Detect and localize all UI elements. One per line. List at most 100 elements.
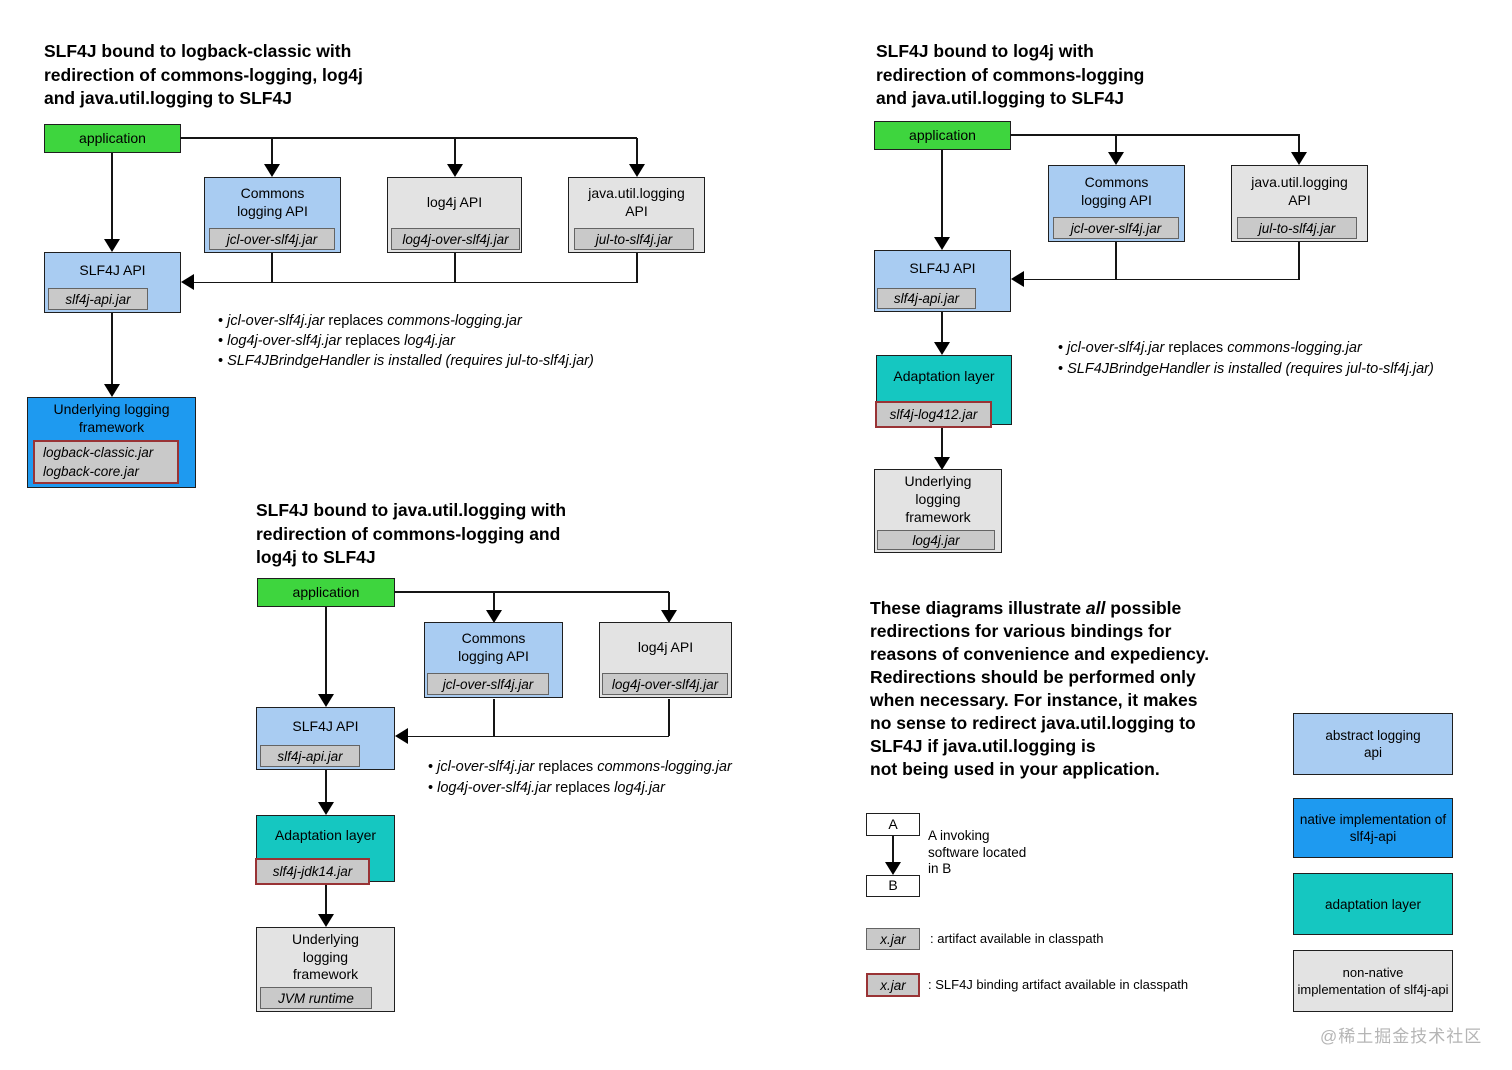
diagram1-jul-api-label: java.util.logging API: [588, 185, 685, 219]
diagram2-underlying-framework-label: Underlying logging framework: [904, 473, 972, 525]
legend-a-label: A: [888, 815, 898, 832]
diagram1-application-box: application: [44, 124, 181, 153]
connector: [1298, 135, 1300, 152]
connector: [941, 428, 943, 457]
legend-b-box: B: [866, 875, 920, 897]
legend-a-box: A: [866, 813, 920, 836]
diagram3-underlying-framework-label: Underlying logging framework: [292, 930, 359, 983]
diagram1-bullet-1: • jcl-over-slf4j.jar replaces commons-lo…: [218, 313, 522, 329]
colorkey-non-native-label: non-native implementation of slf4j-api: [1297, 965, 1449, 997]
diagram3-application-box: application: [257, 578, 395, 607]
connector: [493, 592, 495, 610]
diagram3-slf4j-api-box: SLF4J API slf4j-api.jar: [256, 707, 395, 770]
arrowhead-down: [318, 802, 334, 815]
diagram2-bullet-2: • SLF4JBrindgeHandler is installed (requ…: [1058, 361, 1434, 377]
arrowhead-down: [447, 164, 463, 177]
arrowhead-down: [1291, 152, 1307, 165]
arrowhead-down: [1108, 152, 1124, 165]
diagram1-underlying-framework-label: Underlying logging framework: [53, 400, 170, 435]
arrowhead-down: [629, 164, 645, 177]
connector: [394, 591, 669, 593]
diagram2-commons-logging-api-box: Commons logging API jcl-over-slf4j.jar: [1048, 165, 1185, 242]
colorkey-abstract-label: abstract logging api: [1325, 728, 1421, 760]
watermark: @稀土掘金技术社区: [1320, 1027, 1483, 1046]
connector: [1024, 278, 1300, 280]
diagram1-underlying-framework-box: Underlying logging framework logback-cla…: [27, 397, 196, 488]
connector: [194, 281, 638, 283]
diagram3-slf4j-api-label: SLF4J API: [292, 717, 359, 734]
diagram1-log4j-over-slf4j-jar-tag: log4j-over-slf4j.jar: [391, 228, 520, 250]
diagram2-log4j-jar-tag: log4j.jar: [877, 530, 995, 550]
connector: [668, 699, 670, 736]
diagram2-adaptation-layer-box: Adaptation layer slf4j-log412.jar: [875, 355, 1012, 428]
arrowhead-left: [181, 274, 194, 290]
diagram3-log4j-over-slf4j-jar-tag: log4j-over-slf4j.jar: [602, 673, 728, 695]
diagram1-bullet-3: • SLF4JBrindgeHandler is installed (requ…: [218, 353, 594, 369]
arrowhead-down: [318, 914, 334, 927]
arrowhead-left: [395, 728, 408, 744]
arrowhead-left: [1011, 271, 1024, 287]
connector: [493, 699, 495, 736]
diagram3-underlying-framework-box: Underlying logging framework JVM runtime: [256, 927, 395, 1012]
connector: [892, 836, 894, 862]
connector: [1115, 135, 1117, 152]
diagram2-slf4j-api-label: SLF4J API: [909, 260, 976, 277]
legend-xjar-box: x.jar: [866, 928, 920, 950]
diagram1-slf4j-api-label: SLF4J API: [79, 261, 146, 278]
connector: [111, 313, 113, 384]
legend-binding-caption: : SLF4J binding artifact available in cl…: [928, 977, 1189, 992]
diagram3-log4j-api-box: log4j API log4j-over-slf4j.jar: [599, 622, 732, 698]
diagram2-underlying-framework-box: Underlying logging framework log4j.jar: [874, 469, 1002, 553]
diagram2-slf4j-log412-jar-tag: slf4j-log412.jar: [875, 401, 992, 428]
diagram3-jvm-runtime-tag: JVM runtime: [260, 987, 372, 1009]
diagram3-slf4j-jdk14-jar-tag: slf4j-jdk14.jar: [255, 858, 370, 885]
diagram2-slf4j-api-jar-tag: slf4j-api.jar: [877, 288, 976, 309]
diagram3-bullet-2: • log4j-over-slf4j.jar replaces log4j.ja…: [428, 780, 665, 796]
diagram2-bullet-1: • jcl-over-slf4j.jar replaces commons-lo…: [1058, 340, 1362, 356]
diagram1-jcl-over-slf4j-jar-tag: jcl-over-slf4j.jar: [209, 228, 335, 250]
connector: [111, 153, 113, 239]
connector: [1298, 242, 1300, 280]
diagram3-application-label: application: [292, 583, 360, 600]
connector: [668, 592, 670, 610]
diagram1-jul-api-box: java.util.logging API jul-to-slf4j.jar: [568, 177, 705, 253]
legend-artifact-caption: : artifact available in classpath: [930, 931, 1104, 946]
diagram1-log4j-api-label: log4j API: [426, 194, 483, 211]
diagram3-adaptation-layer-label: Adaptation layer: [274, 826, 377, 843]
diagram2-jul-api-box: java.util.logging API jul-to-slf4j.jar: [1231, 165, 1368, 242]
colorkey-non-native-implementation: non-native implementation of slf4j-api: [1293, 950, 1453, 1012]
diagram3-jcl-over-slf4j-jar-tag: jcl-over-slf4j.jar: [427, 673, 549, 695]
colorkey-abstract-logging-api: abstract logging api: [1293, 713, 1453, 775]
connector: [636, 253, 638, 283]
diagram1-slf4j-api-box: SLF4J API slf4j-api.jar: [44, 252, 181, 313]
diagram2-application-box: application: [874, 121, 1011, 150]
legend-xjar-binding-box: x.jar: [866, 973, 920, 997]
diagram2-commons-logging-api-label: Commons logging API: [1081, 173, 1152, 208]
diagram1-application-label: application: [79, 129, 146, 146]
colorkey-native-implementation: native implementation of slf4j-api: [1293, 798, 1453, 858]
arrowhead-down: [934, 342, 950, 355]
colorkey-native-label: native implementation of slf4j-api: [1299, 812, 1447, 844]
diagram2-jul-api-label: java.util.logging API: [1251, 173, 1348, 208]
colorkey-adaptation-layer: adaptation layer: [1293, 873, 1453, 935]
arrowhead-down: [661, 610, 677, 623]
connector: [454, 138, 456, 164]
diagram2-jcl-over-slf4j-jar-tag: jcl-over-slf4j.jar: [1053, 217, 1179, 239]
diagram1-slf4j-api-jar-tag: slf4j-api.jar: [48, 288, 148, 310]
arrowhead-down: [486, 610, 502, 623]
diagram3-commons-logging-api-box: Commons logging API jcl-over-slf4j.jar: [424, 622, 563, 698]
diagram1-jul-to-slf4j-jar-tag: jul-to-slf4j.jar: [574, 228, 694, 250]
connector: [636, 138, 638, 164]
diagram3-slf4j-api-jar-tag: slf4j-api.jar: [260, 745, 360, 767]
diagram3-log4j-api-label: log4j API: [637, 639, 694, 656]
connector: [941, 150, 943, 237]
legend-b-label: B: [888, 877, 898, 894]
diagram3-commons-logging-api-label: Commons logging API: [458, 630, 529, 664]
